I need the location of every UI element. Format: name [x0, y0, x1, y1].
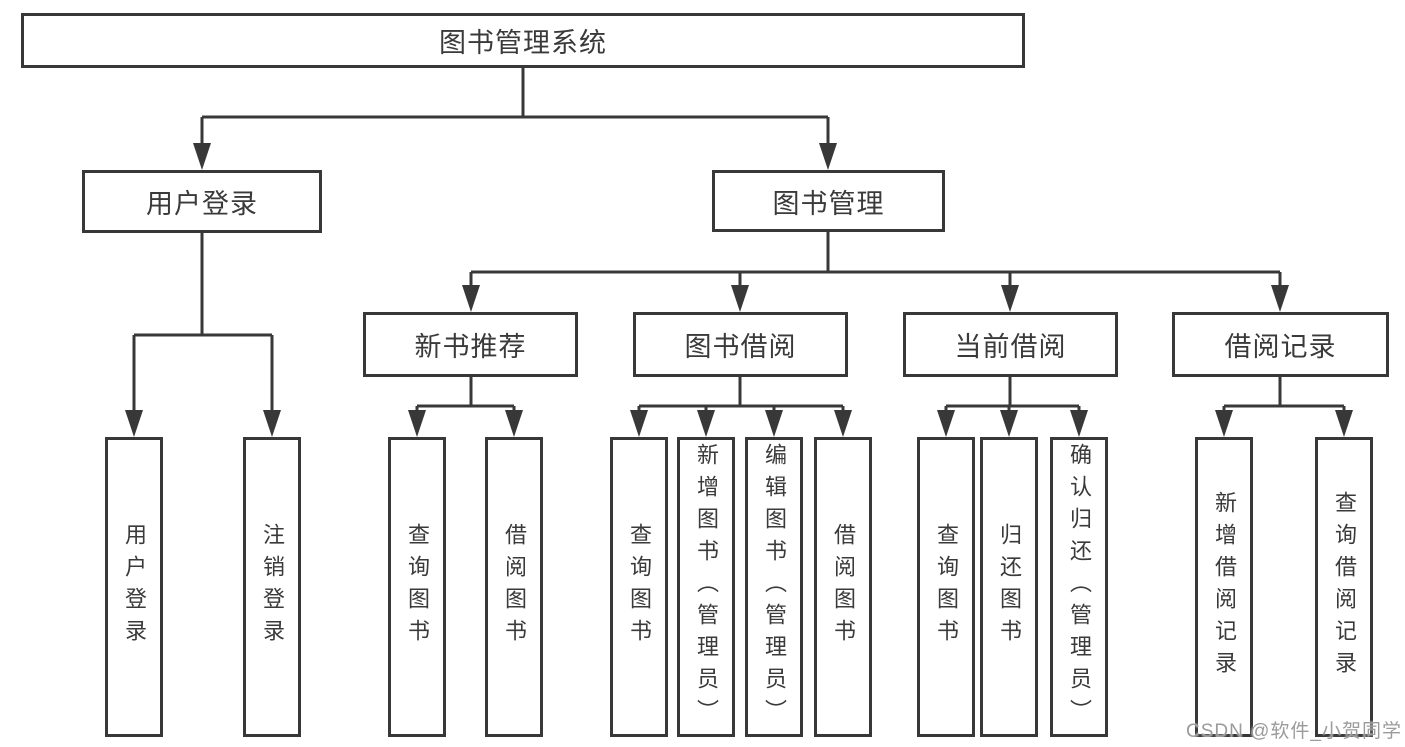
node-book-management-label: 图书管理: [772, 188, 885, 219]
connector-userlogin-to-leaves: [132, 233, 274, 412]
node-book-management: 图书管理: [712, 170, 945, 232]
arrow-icon: [697, 410, 715, 437]
arrow-icon: [1335, 410, 1353, 437]
arrow-icon: [731, 285, 749, 312]
connector-bookmgmt-to-level3: [469, 232, 1282, 287]
arrow-icon: [408, 410, 426, 437]
connector-currentborrow-to-leaves: [944, 377, 1081, 412]
connector-borrowrecords-to-leaves: [1222, 377, 1346, 412]
leaf-label: 确认归还（管理员）: [1067, 443, 1092, 731]
arrow-icon: [1271, 285, 1289, 312]
connector-bookborrow-to-leaves: [637, 377, 845, 412]
leaf-user-login: 用户登录: [105, 437, 163, 737]
leaf-query-book-borrow: 查询图书: [610, 437, 668, 737]
leaf-label: 编辑图书（管理员）: [762, 443, 787, 731]
node-library-system: 图书管理系统: [21, 13, 1025, 68]
node-user-login: 用户登录: [82, 170, 322, 233]
arrow-icon: [462, 285, 480, 312]
arrow-icon: [819, 143, 837, 170]
arrow-icon: [1001, 285, 1019, 312]
arrow-icon: [1215, 410, 1233, 437]
leaf-borrow-book-newbook: 借阅图书: [485, 437, 543, 737]
leaf-label: 查询图书: [627, 523, 652, 651]
arrow-icon: [834, 410, 852, 437]
arrow-icon: [505, 410, 523, 437]
leaf-borrow-book: 借阅图书: [814, 437, 872, 737]
node-user-login-label: 用户登录: [146, 189, 258, 219]
leaf-edit-book-admin: 编辑图书（管理员）: [745, 437, 803, 737]
leaf-query-book-newbook: 查询图书: [388, 437, 446, 737]
leaf-label: 查询借阅记录: [1332, 491, 1357, 683]
arrow-icon: [125, 410, 143, 437]
node-book-borrowing-label: 图书借阅: [684, 332, 797, 362]
arrow-icon: [765, 410, 783, 437]
arrow-icon: [263, 410, 281, 437]
node-new-book-recommendation-label: 新书推荐: [414, 332, 527, 362]
node-current-borrowing: 当前借阅: [903, 312, 1118, 377]
node-borrowing-records-label: 借阅记录: [1224, 332, 1337, 362]
leaf-query-book-current: 查询图书: [917, 437, 975, 737]
arrow-icon: [193, 143, 211, 170]
arrow-icon: [1000, 410, 1018, 437]
leaf-label: 查询图书: [405, 523, 430, 651]
node-current-borrowing-label: 当前借阅: [954, 332, 1067, 362]
watermark: CSDN @软件_小贺同学: [1186, 721, 1402, 742]
node-book-borrowing: 图书借阅: [633, 312, 848, 377]
leaf-logout-login: 注销登录: [243, 437, 301, 737]
arrow-icon: [937, 410, 955, 437]
arrow-icon: [630, 410, 648, 437]
leaf-label: 查询图书: [934, 523, 959, 651]
leaf-add-book-admin: 新增图书（管理员）: [677, 437, 735, 737]
leaf-label: 归还图书: [997, 523, 1022, 651]
leaf-label: 借阅图书: [831, 523, 856, 651]
leaf-label: 新增图书（管理员）: [694, 443, 719, 731]
node-borrowing-records: 借阅记录: [1172, 312, 1389, 377]
leaf-add-borrow-record: 新增借阅记录: [1195, 437, 1253, 737]
arrow-icon: [1070, 410, 1088, 437]
leaf-return-book: 归还图书: [980, 437, 1038, 737]
connector-root-to-level2: [200, 68, 830, 145]
connector-newbook-to-leaves: [415, 377, 516, 412]
leaf-label: 借阅图书: [502, 523, 527, 651]
leaf-label: 用户登录: [122, 523, 147, 651]
leaf-label: 新增借阅记录: [1212, 491, 1237, 683]
node-new-book-recommendation: 新书推荐: [363, 312, 578, 377]
leaf-label: 注销登录: [260, 523, 285, 651]
arrowheads: [125, 143, 1353, 437]
leaf-confirm-return-admin: 确认归还（管理员）: [1050, 437, 1108, 737]
leaf-query-borrow-record: 查询借阅记录: [1315, 437, 1373, 737]
node-library-system-label: 图书管理系统: [439, 28, 607, 58]
